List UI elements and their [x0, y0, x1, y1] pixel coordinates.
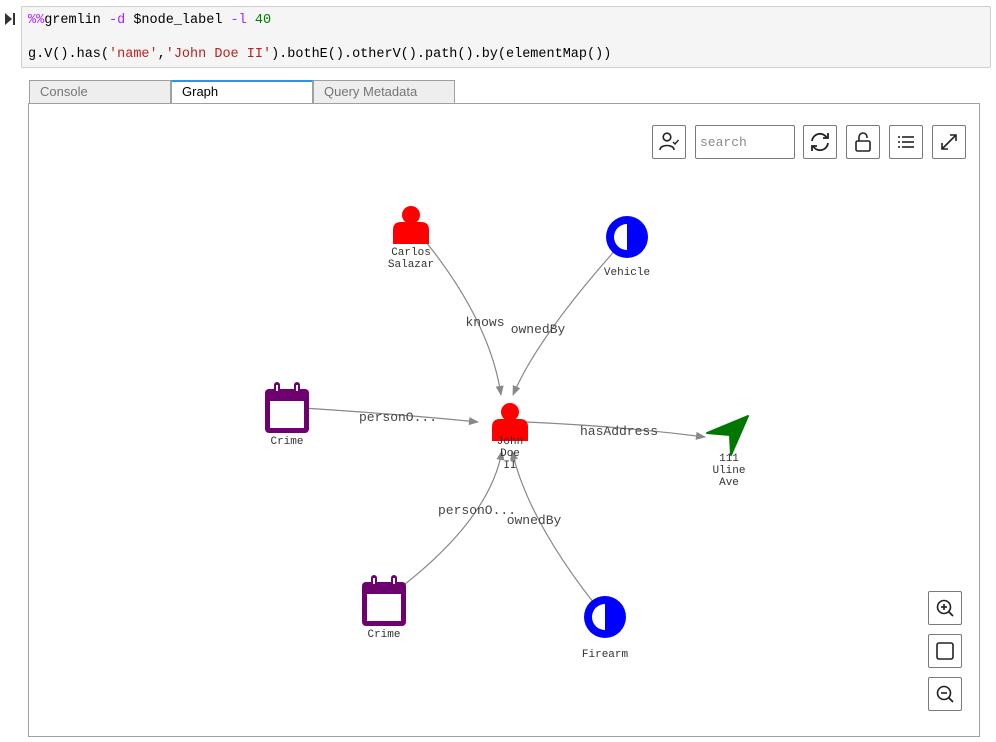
- flag-d: -d: [109, 13, 126, 28]
- graph-edge-persono[interactable]: [383, 450, 505, 601]
- legend-button[interactable]: [889, 125, 923, 159]
- zoom-in-icon: [936, 599, 954, 617]
- magic-command: gremlin: [44, 13, 110, 28]
- address-icon: [706, 415, 749, 456]
- tab-graph[interactable]: Graph: [171, 80, 313, 104]
- result-tabs: Console Graph Query Metadata: [29, 80, 455, 104]
- edge-label: knows: [465, 315, 504, 330]
- cell-magic: %%: [28, 13, 45, 28]
- node-label: Ave: [719, 477, 739, 489]
- item-icon: [584, 596, 626, 638]
- zoom-out-button[interactable]: [928, 677, 962, 711]
- person-icon: [393, 206, 429, 244]
- node-label: Uline: [712, 465, 745, 477]
- graph-edge-persono[interactable]: [286, 406, 479, 426]
- graph-node-vehicle[interactable]: Vehicle: [604, 216, 650, 279]
- flag-d-value: $node_label: [125, 13, 231, 28]
- node-label: Doe: [500, 448, 520, 460]
- tab-console[interactable]: Console: [29, 80, 171, 104]
- query-string: 'name': [109, 47, 158, 62]
- list-icon: [898, 136, 914, 148]
- graph-node-crime1[interactable]: Crime: [265, 382, 309, 448]
- code-line-2: g.V().has('name','John Doe II').bothE().…: [28, 47, 611, 62]
- node-label: Crime: [367, 629, 400, 641]
- physics-lock-button[interactable]: [846, 125, 880, 159]
- zoom-in-button[interactable]: [928, 591, 962, 625]
- space: [247, 13, 255, 28]
- node-label: Carlos: [391, 247, 431, 259]
- person-icon: [492, 403, 528, 441]
- query-part: ).bothE().otherV().path().by(elementMap(…: [271, 47, 612, 62]
- fit-view-button[interactable]: [928, 634, 962, 668]
- code-cell[interactable]: %%gremlin -d $node_label -l 40 g.V().has…: [21, 6, 991, 68]
- user-check-icon: [659, 132, 680, 151]
- zoom-out-icon: [936, 685, 954, 703]
- flag-l-value: 40: [254, 13, 272, 28]
- refresh-button[interactable]: [803, 125, 837, 159]
- tab-query-metadata[interactable]: Query Metadata: [313, 80, 455, 104]
- edge-label: personO...: [438, 503, 516, 518]
- node-label: II: [503, 460, 516, 472]
- expand-icon: [941, 134, 957, 150]
- graph-node-crime2[interactable]: Crime: [362, 575, 406, 641]
- node-details-button[interactable]: [652, 125, 686, 159]
- edge-label: ownedBy: [507, 513, 562, 528]
- crime-icon: [362, 575, 406, 626]
- query-part: g.V().has(: [28, 47, 110, 62]
- graph-node-firearm[interactable]: Firearm: [582, 596, 629, 661]
- graph-edge-hasaddress[interactable]: [525, 421, 706, 440]
- fullscreen-button[interactable]: [932, 125, 966, 159]
- node-label: John: [497, 436, 523, 448]
- code-line-1: %%gremlin -d $node_label -l 40: [28, 13, 271, 28]
- graph-edge-ownedby[interactable]: [510, 450, 606, 618]
- query-part: ,: [157, 47, 166, 62]
- graph-edge-ownedby[interactable]: [512, 236, 628, 396]
- refresh-icon: [811, 132, 829, 152]
- run-cell-icon[interactable]: [4, 12, 16, 26]
- item-icon: [606, 216, 648, 258]
- square-icon: [936, 642, 954, 660]
- edge-label: hasAddress: [580, 424, 658, 439]
- node-label: Firearm: [582, 649, 629, 661]
- query-string: 'John Doe II': [165, 47, 272, 62]
- graph-edge-knows[interactable]: [410, 223, 504, 396]
- crime-icon: [265, 382, 309, 433]
- search-input[interactable]: [695, 125, 795, 159]
- edge-label: personO...: [359, 410, 437, 425]
- node-label: Crime: [270, 436, 303, 448]
- edge-label: ownedBy: [511, 322, 566, 337]
- node-label: 111: [719, 453, 739, 465]
- node-label: Vehicle: [604, 267, 650, 279]
- node-label: Salazar: [388, 259, 434, 271]
- flag-l: -l: [230, 13, 247, 28]
- unlock-icon: [855, 132, 871, 152]
